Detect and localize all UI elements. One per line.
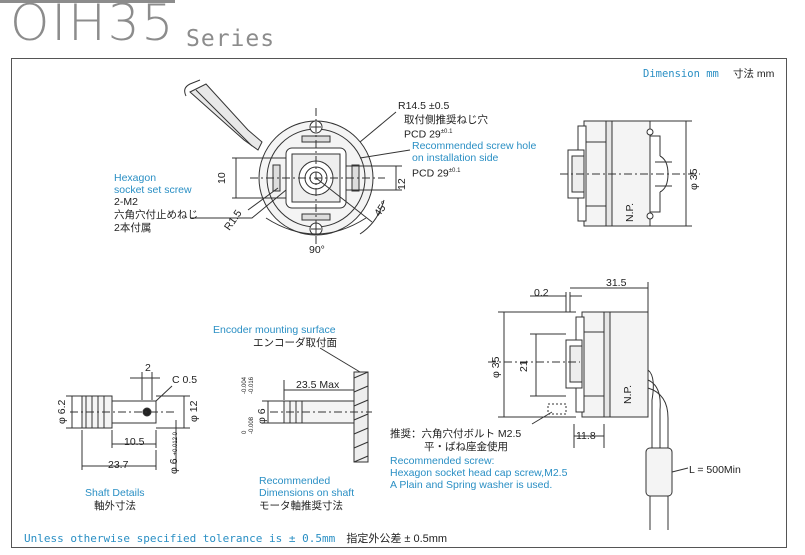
mount-surface-ja: エンコーダ取付面 bbox=[253, 337, 337, 349]
side-top-dim-35: φ 35 bbox=[688, 168, 700, 190]
side-view-bottom-drawing bbox=[488, 282, 689, 530]
rec-screw-ja-1: 推奨：六角穴付ボルト M2.5 bbox=[390, 428, 522, 440]
cable-length: L = 500Min bbox=[689, 464, 741, 476]
front-pcd2-tol: ±0.1 bbox=[448, 168, 461, 174]
mount-dim-235: 23.5 Max bbox=[296, 379, 340, 391]
side-top-np: N.P. bbox=[624, 202, 636, 222]
front-pcd2-value: PCD 29 bbox=[412, 167, 449, 180]
front-pcd1-value: PCD 29 bbox=[404, 128, 441, 141]
series-model: OIH35 bbox=[10, 0, 176, 52]
units-ja: 寸法 mm bbox=[733, 68, 775, 80]
series-suffix: Series bbox=[186, 26, 276, 52]
shaft-dim-105: 10.5 bbox=[124, 436, 145, 448]
footer-en: Unless otherwise specified tolerance is … bbox=[24, 532, 336, 545]
mount-tol-1: -0.004 bbox=[242, 376, 248, 394]
mount-dim-6-tol-a: -0.004 -0.016 bbox=[242, 377, 256, 394]
shaft-label-ja: 軸外寸法 bbox=[94, 500, 136, 512]
shaft-dim-6-tol: +0.012 0 bbox=[173, 431, 179, 456]
side-bottom-dim-118: 11.8 bbox=[576, 430, 596, 442]
title-rule bbox=[0, 0, 175, 3]
mount-tol-3: 0 bbox=[242, 430, 248, 434]
hex-size: 2-M2 bbox=[114, 196, 138, 208]
shaft-dim-62: φ 6.2 bbox=[56, 399, 68, 424]
rec-screw-ja-2: 平・ばね座金使用 bbox=[424, 441, 508, 453]
rec-screw-en-1: Recommended screw: bbox=[390, 455, 495, 467]
front-dim-10: 10 bbox=[216, 172, 228, 184]
footer-tolerance: Unless otherwise specified tolerance is … bbox=[24, 530, 447, 546]
mount-tol-4: -0.008 bbox=[249, 416, 255, 434]
front-pcd2: PCD 29±0.1 bbox=[412, 165, 460, 180]
shaft-dim-c05: C 0.5 bbox=[172, 374, 198, 386]
shaft-details-drawing bbox=[66, 372, 190, 470]
shaft-dim-6: φ 6 +0.012 0 bbox=[168, 432, 182, 474]
side-bottom-dim-21: 21 bbox=[518, 360, 530, 372]
front-screw-hole-en-2: on installation side bbox=[412, 152, 499, 164]
mount-label-en-2: Dimensions on shaft bbox=[259, 487, 355, 499]
shaft-dim-6-value: φ 6 bbox=[168, 458, 180, 474]
side-bottom-dim-35: φ 35 bbox=[490, 356, 502, 378]
drawing-frame bbox=[11, 58, 787, 548]
front-screw-hole-en-1: Recommended screw hole bbox=[412, 140, 537, 152]
side-bottom-dim-02: 0.2 bbox=[534, 287, 549, 299]
side-bottom-dim-315: 31.5 bbox=[606, 277, 627, 289]
footer-ja: 指定外公差 ± 0.5mm bbox=[346, 533, 448, 545]
mount-dim-6-tol-b: 0 -0.008 bbox=[242, 417, 256, 434]
front-pcd1: PCD 29±0.1 bbox=[404, 126, 452, 141]
shaft-dim-237: 23.7 bbox=[108, 459, 129, 471]
hex-ja-2: 2本付属 bbox=[114, 222, 152, 234]
rec-screw-en-3: A Plain and Spring washer is used. bbox=[390, 479, 553, 491]
mount-tol-2: -0.016 bbox=[249, 376, 255, 394]
front-dim-12: 12 bbox=[396, 178, 408, 190]
rec-screw-en-2: Hexagon socket head cap screw,M2.5 bbox=[390, 467, 568, 479]
side-bottom-np: N.P. bbox=[622, 384, 634, 404]
hex-ja-1: 六角穴付止めねじ bbox=[114, 209, 198, 221]
side-view-top-drawing bbox=[560, 120, 700, 227]
front-dim-90: 90° bbox=[309, 244, 325, 256]
shaft-label-en: Shaft Details bbox=[85, 487, 145, 499]
front-screw-hole-ja: 取付側推奨ねじ穴 bbox=[404, 114, 488, 126]
mount-surface-en: Encoder mounting surface bbox=[213, 324, 336, 336]
shaft-dim-2: 2 bbox=[145, 362, 151, 374]
mount-label-ja: モータ軸推奨寸法 bbox=[259, 500, 343, 512]
front-r-label: R14.5 ±0.5 bbox=[398, 100, 450, 112]
front-pcd1-tol: ±0.1 bbox=[440, 129, 453, 135]
hex-en-1: Hexagon bbox=[114, 172, 157, 184]
mount-label-en-1: Recommended bbox=[259, 475, 331, 487]
mounting-drawing bbox=[262, 347, 372, 463]
front-view-drawing bbox=[184, 79, 411, 250]
hex-en-2: socket set screw bbox=[114, 184, 192, 196]
shaft-dim-12: φ 12 bbox=[188, 400, 200, 422]
units-en: Dimension mm bbox=[643, 68, 719, 80]
mount-dim-6: φ 6 bbox=[256, 408, 268, 424]
